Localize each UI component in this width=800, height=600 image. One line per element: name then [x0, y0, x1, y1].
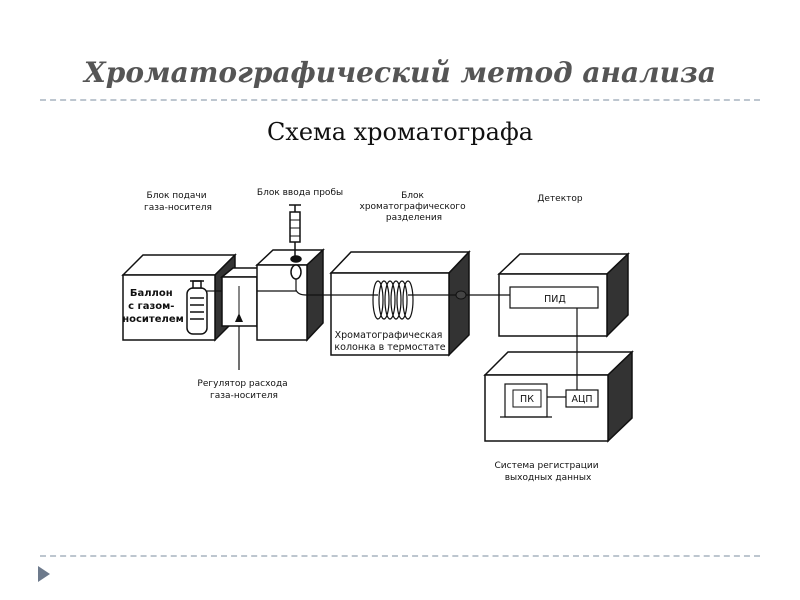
regulator-pointer-arrow	[235, 313, 243, 322]
syringe-icon	[289, 204, 302, 280]
pc-label: ПК	[520, 394, 534, 405]
slide-title: Хроматографический метод анализа	[84, 56, 716, 89]
title-divider	[40, 99, 760, 101]
flow-lines	[207, 279, 578, 398]
pc-screen	[512, 389, 542, 408]
regulator-caption: Регулятор расхода газа-носителя	[197, 379, 290, 401]
adc-box	[565, 389, 599, 408]
cylinder-label: Баллон с газом- носителем	[122, 288, 184, 325]
column-outlet-connector	[455, 290, 467, 300]
registration-block	[483, 350, 634, 443]
gas-supply-caption: Блок подачи газа-носителя	[144, 191, 212, 213]
slide-subtitle: Схема хроматографа	[266, 118, 534, 146]
column-label: Хроматографическая колонка в термостате	[334, 330, 445, 353]
injector-caption: Блок ввода пробы	[257, 188, 343, 198]
separation-caption: Блок хроматографического разделения	[360, 191, 469, 223]
gas-cylinder-icon	[186, 280, 208, 335]
adc-label: АЦП	[571, 394, 592, 405]
detector-block	[497, 252, 630, 338]
slide-bullet-icon	[38, 566, 50, 582]
registration-caption: Система регистрации выходных данных	[495, 461, 602, 483]
fid-label: ПИД	[544, 294, 566, 305]
detector-caption: Детектор	[537, 194, 583, 204]
separation-block	[329, 250, 471, 357]
column-coil-icon	[372, 280, 414, 320]
footer-divider	[40, 555, 760, 557]
fid-box	[509, 286, 599, 309]
